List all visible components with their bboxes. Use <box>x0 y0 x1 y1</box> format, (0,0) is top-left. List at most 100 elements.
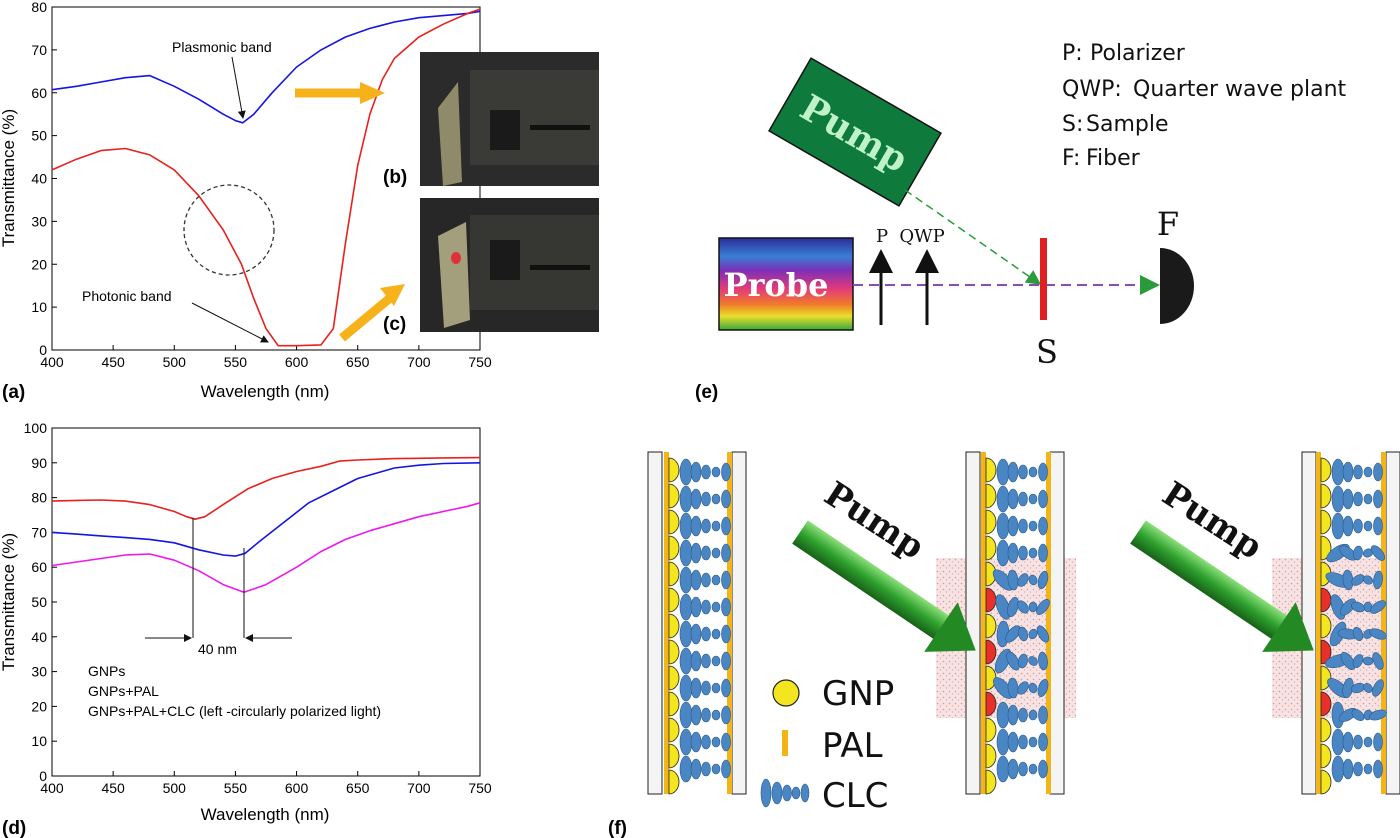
lc-molecule <box>701 572 711 588</box>
lc-molecule <box>679 485 693 513</box>
lc-molecule <box>721 651 731 671</box>
lc-molecule <box>1007 542 1019 564</box>
chart-a-series-0 <box>51 10 481 124</box>
chart-d-series-0 <box>51 456 481 521</box>
lc-molecule <box>690 542 702 564</box>
chart-a-xtick-label: 450 <box>101 354 125 370</box>
chart-d-ylabel: Transmittance (%) <box>0 533 18 671</box>
gnp-particle <box>1320 769 1332 795</box>
chart-a-xtick-label: 750 <box>468 354 492 370</box>
lc-molecule <box>690 515 702 537</box>
chart-a-ytick-label: 80 <box>31 0 47 15</box>
lc-molecule <box>711 574 721 586</box>
pal-symbol <box>782 730 788 756</box>
lc-molecule <box>721 705 731 725</box>
gnp-particle <box>668 613 680 639</box>
lc-molecule <box>1017 600 1029 614</box>
gnp-particle <box>668 717 680 743</box>
chart-a-ytick-label: 50 <box>31 128 47 144</box>
lc-molecule <box>1373 570 1383 590</box>
legend-gnps-pal-clc: GNPs+PAL+CLC (left -circularly polarized… <box>88 703 381 719</box>
lc-molecule <box>690 650 702 672</box>
lc-molecule <box>701 518 711 534</box>
lc-molecule <box>1007 597 1019 617</box>
diagram-e-legend: P: Polarizer QWP: Quarter wave plant S: … <box>1062 41 1347 171</box>
chart-d-ytick-label: 10 <box>31 733 47 749</box>
lc-molecule <box>1017 681 1029 695</box>
lc-molecule <box>1018 653 1028 669</box>
pump-box: Pump <box>768 57 942 207</box>
legend-e-p-value: Polarizer <box>1090 41 1186 66</box>
lc-molecule <box>679 512 693 540</box>
lc-molecule <box>1018 545 1028 561</box>
lc-molecule <box>1351 574 1365 586</box>
panel-label-a: (a) <box>2 382 25 403</box>
plasmonic-band-label: Plasmonic band <box>172 39 272 55</box>
chart-a-xtick-label: 700 <box>407 354 431 370</box>
chart-a-series-1 <box>51 8 481 347</box>
lc-molecule <box>996 539 1010 567</box>
lc-molecule <box>701 545 711 561</box>
chart-a-ytick-label: 60 <box>31 85 47 101</box>
lc-molecule <box>701 653 711 669</box>
lc-molecule <box>721 759 731 779</box>
lc-molecule <box>1342 461 1354 483</box>
lc-molecule <box>1028 520 1038 532</box>
chart-d-ytick-label: 80 <box>31 490 47 506</box>
lc-molecule <box>1363 683 1373 693</box>
chart-d-xtick-label: 600 <box>285 780 309 796</box>
glass-substrate-left <box>965 451 981 795</box>
photo-b <box>420 52 599 186</box>
lc-molecule <box>690 623 702 645</box>
chart-a-ytick-label: 30 <box>31 213 47 229</box>
lc-molecule <box>1342 758 1354 780</box>
lc-molecule <box>1028 466 1038 478</box>
lc-molecule <box>711 601 721 613</box>
lc-molecule <box>1028 656 1038 666</box>
gnp-particle <box>985 717 997 743</box>
panel-label-b: (b) <box>383 167 407 188</box>
lc-molecule <box>721 489 731 509</box>
lc-molecule <box>1370 545 1386 561</box>
chart-d-ytick-label: 90 <box>31 455 47 471</box>
lc-molecule <box>1017 573 1029 587</box>
legend-gnps-pal: GNPs+PAL <box>88 683 159 699</box>
lc-molecule <box>1363 736 1373 748</box>
lc-molecule <box>1038 705 1048 725</box>
lc-molecule <box>1018 464 1028 480</box>
lc-molecule <box>1038 759 1048 779</box>
lc-molecule <box>679 458 693 486</box>
chart-d-xtick-label: 400 <box>40 780 64 796</box>
chart-d-ytick-label: 50 <box>31 594 47 610</box>
pal-layer-right <box>727 452 732 794</box>
chart-d-xtick-label: 500 <box>163 780 187 796</box>
lc-molecule <box>996 728 1010 756</box>
lc-molecule <box>1352 626 1364 642</box>
lc-molecule <box>1331 458 1345 486</box>
legend-clc: CLC <box>822 776 888 816</box>
plasmonic-band-pointer <box>231 56 246 119</box>
lc-molecule <box>679 647 693 675</box>
glass-substrate-right <box>1049 451 1065 795</box>
chart-d-xtick-label: 700 <box>407 780 431 796</box>
lc-molecule <box>1363 575 1373 585</box>
polarizer-label: P <box>876 226 888 247</box>
lc-cell-2 <box>1272 451 1400 795</box>
clc-symbol <box>760 778 810 808</box>
lc-molecule <box>701 680 711 696</box>
lc-molecule <box>996 755 1010 783</box>
dashed-circle-highlight <box>183 184 275 276</box>
gnp-particle <box>985 535 997 561</box>
lc-molecule <box>1028 547 1038 559</box>
lc-molecule <box>1353 464 1363 480</box>
lc-molecule <box>711 709 721 721</box>
lc-molecule <box>1373 462 1383 482</box>
pump-beam <box>904 189 1042 285</box>
lc-molecule <box>1018 491 1028 507</box>
lc-molecule <box>1028 574 1038 586</box>
lc-molecule <box>1005 625 1021 643</box>
lc-molecule <box>1331 728 1345 756</box>
lc-molecule <box>1331 485 1345 513</box>
lc-molecule <box>711 493 721 505</box>
